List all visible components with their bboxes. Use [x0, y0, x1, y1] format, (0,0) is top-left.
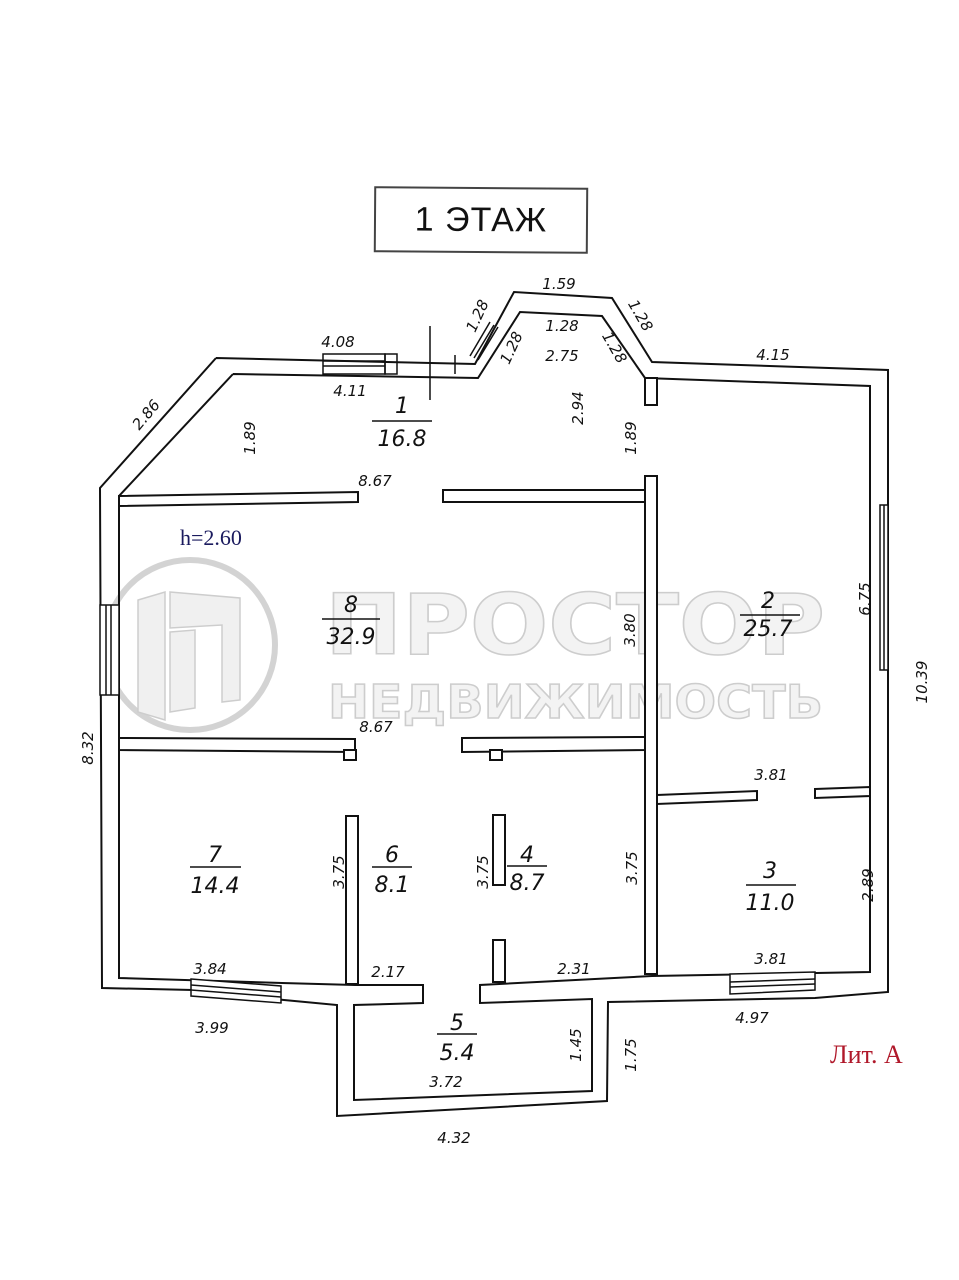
dim-label: 3.84 [193, 960, 226, 978]
room-number: 6 [385, 843, 399, 868]
room-area: 25.7 [744, 617, 793, 642]
dim-label: 1.28 [624, 297, 656, 335]
room-number: 1 [395, 394, 409, 419]
dim-label: 1.28 [496, 329, 526, 367]
room-area: 8.7 [510, 871, 545, 896]
dim-label: 1.45 [567, 1028, 585, 1061]
room-2-label: 2 25.7 [740, 589, 800, 642]
room-area: 11.0 [746, 891, 795, 916]
dim-label: 3.75 [623, 851, 641, 884]
room-6-label: 6 8.1 [372, 843, 412, 898]
dim-label: 3.81 [754, 766, 787, 784]
room-7-label: 7 14.4 [190, 843, 241, 899]
dim-label: 1.89 [241, 421, 259, 454]
dim-label: 3.75 [330, 855, 348, 888]
dim-label: 1.28 [545, 317, 578, 335]
room-area: 32.9 [327, 625, 376, 650]
watermark-logo-icon [137, 590, 241, 722]
dim-label: 6.75 [856, 582, 874, 615]
window-bay [469, 321, 499, 361]
room-number: 7 [208, 843, 222, 868]
room-5-label: 5 5.4 [437, 1011, 477, 1066]
room-number: 8 [344, 593, 358, 618]
room-area: 14.4 [191, 874, 240, 899]
dim-label: 1.28 [462, 297, 492, 335]
dim-label: 2.75 [545, 347, 578, 365]
dim-label: 2.86 [129, 396, 164, 433]
dim-label: 3.81 [754, 950, 787, 968]
watermark-line1: ПРОСТОР [325, 576, 825, 674]
room-1-label: 1 16.8 [372, 394, 432, 452]
exterior-walls [98, 290, 889, 1118]
room-8-label: 8 32.9 [322, 593, 380, 650]
lit-label: Лит. А [830, 1040, 903, 1069]
window-right [879, 504, 889, 671]
room-area: 8.1 [375, 873, 410, 898]
room-area: 16.8 [378, 427, 427, 452]
window-left [99, 604, 120, 696]
dim-label: 4.97 [735, 1009, 769, 1027]
dim-label: 4.15 [756, 346, 789, 364]
dim-label: 1.28 [598, 329, 630, 367]
room-labels: 1 16.8 2 25.7 3 11.0 4 8.7 5 5.4 6 8.1 [190, 394, 800, 1066]
room-3-label: 3 11.0 [746, 859, 796, 916]
dim-label: 3.75 [474, 855, 492, 888]
room-number: 4 [520, 843, 534, 868]
dim-label: 4.32 [437, 1129, 470, 1147]
dim-label: 2.94 [569, 391, 587, 424]
dim-label: 2.89 [859, 868, 877, 901]
window-bottom-right [729, 971, 816, 995]
interior-walls [118, 377, 871, 985]
dim-label: 1.59 [542, 275, 575, 293]
dim-label: 3.72 [429, 1073, 462, 1091]
dim-label: 3.80 [621, 613, 639, 646]
room-4-label: 4 8.7 [507, 843, 547, 896]
dim-label: 1.75 [622, 1038, 640, 1071]
dim-label: 4.08 [321, 333, 354, 351]
window-bottom-left [190, 978, 282, 1004]
dim-label: 8.67 [358, 472, 392, 490]
dim-label: 2.17 [371, 963, 405, 981]
watermark-line2: НЕДВИЖИМОСТЬ [328, 675, 823, 729]
watermark: ПРОСТОР НЕДВИЖИМОСТЬ [102, 557, 826, 733]
room-number: 3 [763, 859, 777, 884]
dim-label: 4.11 [333, 382, 366, 400]
dim-label: 8.67 [359, 718, 393, 736]
window-top [322, 326, 456, 400]
dim-label: 10.39 [913, 661, 931, 704]
dim-label: 1.89 [622, 421, 640, 454]
dim-label: 2.31 [557, 960, 590, 978]
room-number: 5 [450, 1011, 464, 1036]
dim-label: 3.99 [195, 1019, 228, 1037]
dim-label: 8.32 [79, 731, 97, 764]
room-area: 5.4 [440, 1041, 475, 1066]
ceiling-height-label: h=2.60 [180, 525, 242, 550]
room-number: 2 [761, 589, 775, 614]
